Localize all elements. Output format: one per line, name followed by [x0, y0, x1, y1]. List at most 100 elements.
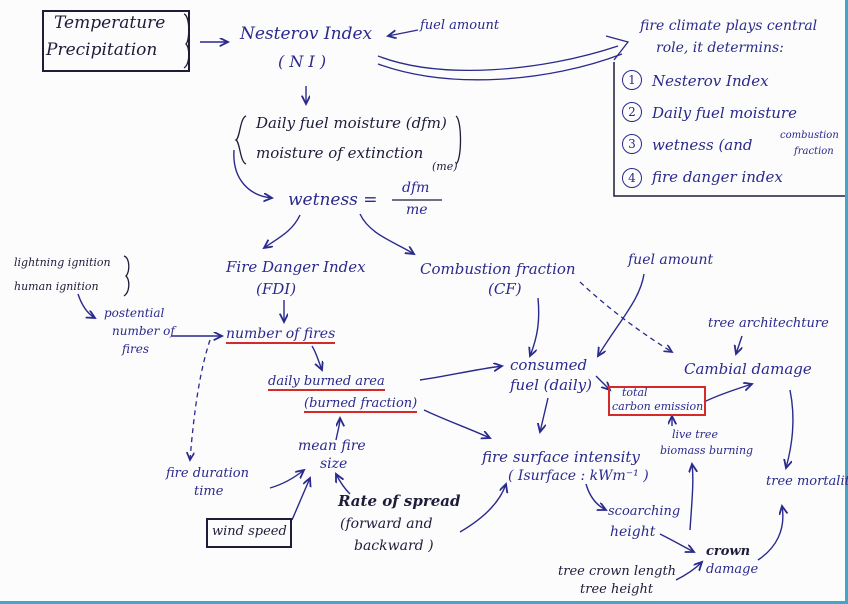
arrow-fuel-to-ni — [388, 29, 419, 36]
arrow-fuel2-to-consumed — [598, 273, 645, 356]
arrow-wind-to-meanfire — [291, 478, 310, 521]
arrow-surface-to-scorch — [585, 483, 606, 510]
arrow-scorch-to-crown — [659, 533, 694, 552]
arrow-wetness-to-cf — [359, 213, 414, 254]
arrow-length-to-crown — [675, 562, 702, 581]
arrow-crown-to-mortality — [757, 506, 783, 561]
arrow-meanfire-to-area — [335, 418, 340, 441]
note-box-frame — [613, 62, 845, 197]
arrow-crown-to-live — [690, 464, 693, 531]
potential-fires-line2: number of — [112, 324, 175, 338]
note-item-3-extra1: combustion — [780, 130, 839, 141]
fire-danger-index-label: Fire Danger Index — [226, 258, 366, 276]
arrow-dashed-cf-to-cambial — [579, 281, 672, 352]
note-item-1-label: Nesterov Index — [652, 72, 769, 90]
fdi-label: (FDI) — [256, 280, 297, 298]
fuel-amount-top-label: fuel amount — [420, 18, 500, 33]
live-tree-line2: biomass burning — [660, 444, 754, 457]
arrow-dfm-to-wetness — [233, 149, 272, 198]
note-item-3-label: wetness (and — [652, 136, 753, 154]
note-item-4-number: 4 — [622, 168, 642, 188]
arrow-cambial-to-mortality — [786, 389, 794, 468]
daily-fuel-moisture-label: Daily fuel moisture (dfm) — [256, 114, 447, 132]
scorching-height-line2: height — [610, 524, 656, 540]
consumed-fuel-line1: consumed — [510, 356, 588, 374]
arrow-cf-to-consumed — [530, 297, 540, 356]
fire-duration-line2: time — [194, 484, 224, 499]
scorching-height-line1: scoarching — [608, 504, 681, 519]
note-item-3-extra2: fraction — [794, 146, 834, 157]
total-carbon-line1: total — [622, 386, 648, 399]
ni-label: ( N I ) — [278, 52, 327, 71]
arrow-consumed-to-carbon — [595, 375, 610, 390]
tree-crown-length-label: tree crown length — [558, 564, 677, 579]
human-ignition-label: human ignition — [14, 280, 99, 293]
mean-fire-size-line2: size — [320, 456, 348, 472]
climate-note-line2: role, it determins: — [656, 40, 784, 56]
total-carbon-emission-box — [608, 386, 706, 416]
cambial-damage-label: Cambial damage — [684, 360, 812, 378]
crown-damage-line2: damage — [706, 562, 759, 577]
rate-of-spread-line1: Rate of spread — [338, 492, 461, 510]
arrow-area-to-consumed — [419, 366, 502, 381]
arrow-ros-to-meanfire — [336, 474, 351, 495]
consumed-fuel-line2: fuel (daily) — [510, 376, 592, 394]
mean-fire-size-line1: mean fire — [298, 438, 366, 454]
note-item-2-number: 2 — [622, 102, 642, 122]
wetness-denominator: me — [406, 202, 428, 218]
arrow-dashed-potential-to-duration — [190, 339, 211, 460]
tree-architecture-label: tree architechture — [708, 316, 829, 331]
fire-duration-line1: fire duration — [166, 466, 249, 481]
double-arrow-lower — [377, 53, 623, 81]
wind-speed-label: wind speed — [212, 524, 287, 539]
fuel-amount-mid-label: fuel amount — [628, 252, 714, 268]
arrow-arch-to-cambial — [736, 335, 743, 354]
arrow-wetness-to-fdi — [264, 214, 301, 248]
wind-speed-box — [206, 518, 292, 548]
note-item-4-label: fire danger index — [652, 168, 783, 186]
arrow-ros-to-surface — [459, 484, 506, 533]
wetness-label: wetness = — [288, 190, 378, 210]
temp-bracket — [183, 13, 190, 69]
arrow-nfires-to-area — [311, 345, 322, 370]
cf-label: (CF) — [488, 280, 522, 298]
arrow-carbon-to-cambial — [703, 384, 752, 403]
temperature-precipitation-box — [42, 10, 190, 72]
dfm-bracket-left — [234, 115, 247, 165]
note-item-2-label: Daily fuel moisture — [652, 104, 797, 122]
live-tree-line1: live tree — [672, 428, 718, 441]
temperature-label: Temperature — [54, 13, 166, 33]
note-item-3-number: 3 — [622, 134, 642, 154]
potential-fires-line3: fires — [122, 342, 149, 356]
burned-fraction-label: (burned fraction) — [304, 396, 418, 413]
fire-surface-intensity-line2: ( Isurface : kWm⁻¹ ) — [508, 468, 649, 484]
daily-burned-area-label: daily burned area — [268, 374, 385, 391]
rate-of-spread-line3: backward ) — [354, 538, 434, 554]
double-arrow-head — [605, 35, 630, 61]
climate-note-line1: fire climate plays central — [640, 18, 818, 34]
nesterov-index-label: Nesterov Index — [240, 24, 373, 44]
arrow-duration-to-meanfire — [269, 470, 304, 489]
precipitation-label: Precipitation — [46, 40, 158, 60]
combustion-fraction-label: Combustion fraction — [420, 260, 576, 278]
wetness-numerator: dfm — [402, 180, 430, 196]
tree-height-label: tree height — [580, 582, 654, 597]
arrow-area-to-surface — [423, 409, 490, 438]
arrow-ign-to-potential — [77, 293, 95, 318]
total-carbon-line2: carbon emission — [612, 400, 704, 413]
lightning-ignition-label: lightning ignition — [14, 256, 111, 269]
tree-mortality-label: tree mortality — [766, 474, 848, 489]
ignition-bracket — [123, 255, 130, 297]
dfm-bracket-right — [455, 115, 462, 165]
me-label: (me) — [432, 160, 458, 173]
arrow-consumed-to-surface — [540, 397, 549, 432]
potential-fires-line1: postential — [104, 306, 165, 320]
rate-of-spread-line2: (forward and — [340, 516, 433, 532]
number-of-fires-label: number of fires — [226, 326, 336, 344]
note-item-1-number: 1 — [622, 70, 642, 90]
crown-damage-line1: crown — [706, 544, 751, 559]
fire-surface-intensity-line1: fire surface intensity — [482, 448, 640, 466]
double-arrow-upper — [377, 45, 619, 71]
